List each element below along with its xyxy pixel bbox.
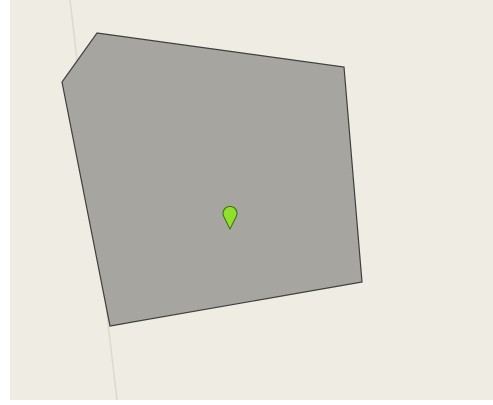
location-pin-icon[interactable]: [222, 205, 238, 231]
parcel-polygon[interactable]: [61, 32, 363, 327]
